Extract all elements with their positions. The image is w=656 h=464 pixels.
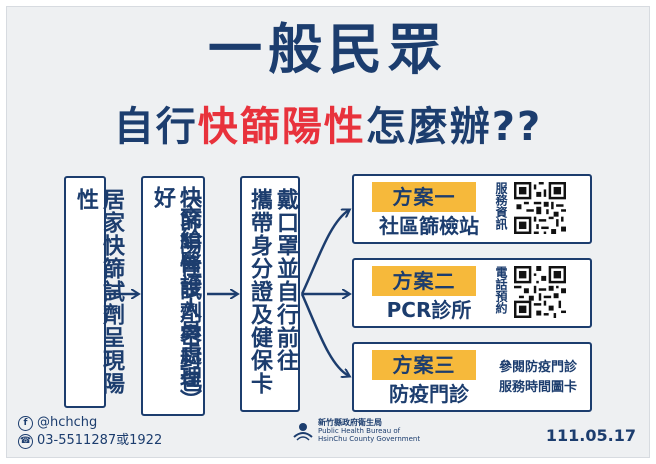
step-3-text-2: 攜帶身分證及健保卡 [247,188,272,395]
subtitle-highlight: 快篩陽性 [197,104,366,150]
phone-icon: ☎ [18,433,33,449]
org-name-zh: 新竹縣政府衛生局 [318,418,382,427]
subtitle-post: 怎麼辦?? [365,104,543,150]
option-3-sub: 防疫門診 [389,382,469,406]
option-2-tag: 方案二 [372,266,476,296]
org-name-en-1: Public Health Bureau of [318,427,401,435]
option-1-sub: 社區篩檢站 [379,214,479,238]
page-title: 一般民眾 [208,18,448,81]
arrow-right-icon [300,210,349,295]
option-3-note-2: 服務時間圖卡 [498,380,577,395]
option-3-note-1: 參閱防疫門診 [498,360,577,375]
option-1-tag: 方案一 [372,182,476,212]
step-1-text: 居家快篩試劑呈現陽性 [73,188,124,395]
option-3-tag: 方案三 [372,350,476,380]
facebook-handle[interactable]: @hchchg [37,415,98,430]
footer-contact: f @hchchg ☎ 03-5511287或1922 [18,414,162,450]
qr-code-icon[interactable] [514,266,566,318]
option-2-box: 方案二 PCR診所 電話預約 [352,258,592,328]
publish-date: 111.05.17 [545,426,636,445]
page-subtitle: 自行快篩陽性怎麼辦?? [0,102,656,152]
facebook-icon[interactable]: f [18,415,33,431]
option-2-side: 電話預約 [494,266,508,314]
option-1-side: 服務資訊 [494,182,508,230]
step-3-text-1: 戴口罩並自行前往 [273,188,298,372]
option-2-sub: PCR診所 [386,298,472,322]
health-bureau-logo: 新竹縣政府衛生局 Public Health Bureau of HsinChu… [292,419,420,443]
option-3-box: 方案三 防疫門診 參閱防疫門診 服務時間圖卡 [352,342,592,412]
step-2-box: （交給醫護人員處理） 快篩陽性試劑密封包好 [141,176,205,416]
step-3-box: 戴口罩並自行前往 攜帶身分證及健保卡 [240,176,300,412]
option-1-box: 方案一 社區篩檢站 服務資訊 [352,174,592,244]
step-2-text: 快篩陽性試劑密封包好 [150,186,201,393]
step-2-text-note: （交給醫護人員處理） [176,182,201,412]
health-bureau-logo-icon [293,423,313,441]
phone-number: 03-5511287或1922 [37,433,163,448]
subtitle-pre: 自行 [113,104,198,150]
step-1-box: 居家快篩試劑呈現陽性 [64,176,124,408]
arrow-right-icon [300,293,349,376]
org-name-en-2: HsinChu County Government [318,435,421,443]
qr-code-icon[interactable] [514,182,566,234]
